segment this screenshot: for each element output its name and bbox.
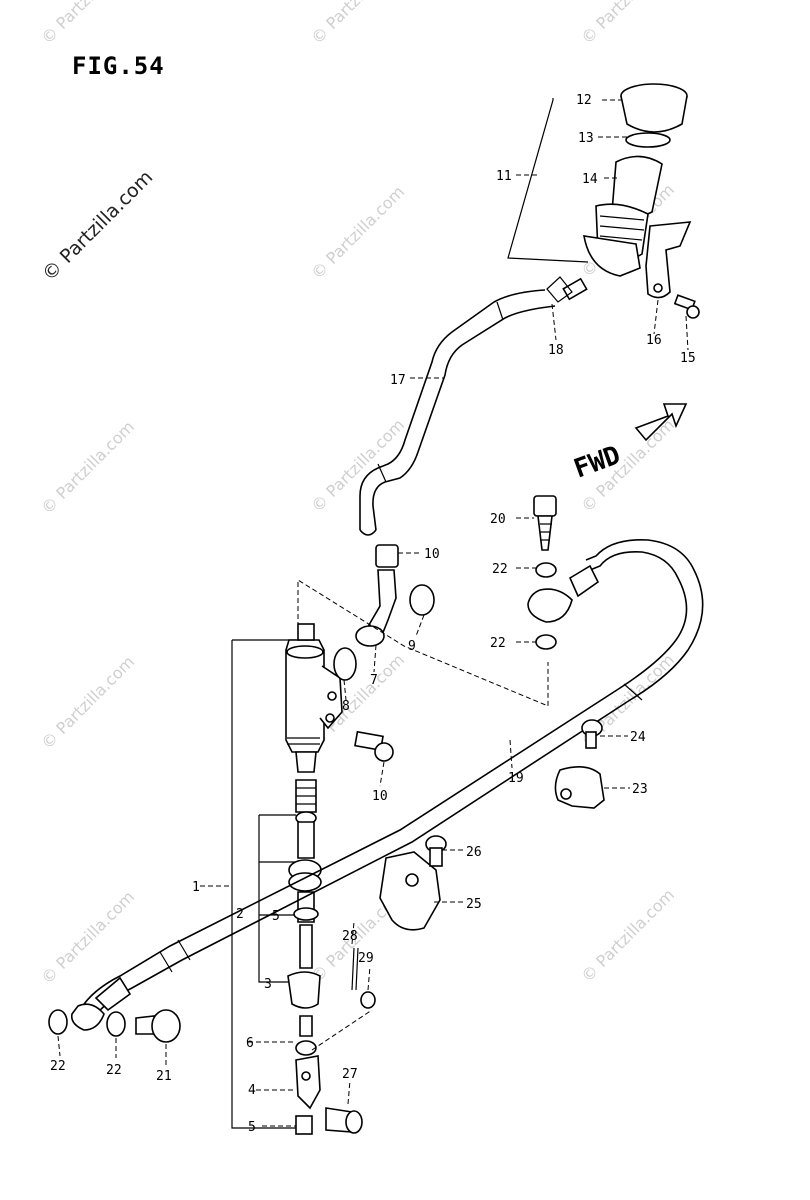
- cotter-pin: [351, 947, 359, 991]
- bracket-bolt-26: [425, 835, 447, 867]
- banjo-bolt-bottom: [135, 1009, 181, 1043]
- watermark: © Partzilla.com: [307, 182, 408, 283]
- callout-29: 29: [358, 951, 374, 966]
- watermark: © Partzilla.com: [37, 0, 138, 48]
- brake-hose-inner: [91, 539, 704, 1021]
- clevis-pin-27: [325, 1107, 363, 1134]
- callout-22: 22: [50, 1059, 66, 1074]
- reservoir-bracket: [645, 221, 692, 299]
- washer-lower: [535, 634, 557, 650]
- watermark: © Partzilla.com: [37, 652, 138, 753]
- pin-washer: [360, 991, 376, 1009]
- callout-17: 17: [390, 373, 406, 388]
- callout-22: 22: [492, 562, 508, 577]
- union-fitting: [297, 544, 549, 762]
- callout-22: 22: [490, 636, 506, 651]
- watermark: © Partzilla.com: [307, 415, 408, 516]
- callout-15: 15: [680, 351, 696, 366]
- banjo-bolt-top: [533, 495, 557, 551]
- watermark: © Partzilla.com: [577, 885, 678, 986]
- leader-lines: [57, 99, 689, 1127]
- callout-14: 14: [582, 172, 598, 187]
- banjo-fitting-top: [527, 588, 573, 623]
- reservoir-mount-bracket: [379, 851, 441, 931]
- callout-7: 7: [370, 673, 378, 688]
- callout-19: 19: [508, 771, 524, 786]
- clevis: [295, 1055, 321, 1110]
- callout-labels: 1 2 3 4 5 5 6 7 8 9 10 10 11 12 13 14 15…: [50, 93, 696, 1135]
- watermark: © Partzilla.com: [37, 417, 138, 518]
- reservoir-hose-inner: [359, 289, 546, 530]
- lock-nut: [295, 1040, 317, 1056]
- callout-9: 9: [408, 639, 416, 654]
- reservoir-cap-body: [620, 95, 688, 133]
- washer-bottom-left: [48, 1009, 68, 1035]
- cap-plate: [625, 132, 671, 148]
- callout-10: 10: [372, 789, 388, 804]
- forward-arrow-icon: [634, 403, 688, 442]
- hose-clamp: [554, 766, 605, 809]
- callout-13: 13: [578, 131, 594, 146]
- watermark: © Partzilla.com: [577, 0, 678, 48]
- reservoir-hose-outer: [372, 305, 556, 531]
- o-ring: [333, 647, 357, 681]
- callout-21: 21: [156, 1069, 172, 1084]
- circlip: [409, 584, 435, 616]
- push-rod: [299, 924, 313, 969]
- callout-16: 16: [646, 333, 662, 348]
- clamp-bolt: [581, 719, 603, 749]
- callout-1: 1: [192, 880, 200, 895]
- callout-23: 23: [632, 782, 648, 797]
- callout-24: 24: [630, 730, 646, 745]
- callout-18: 18: [548, 343, 564, 358]
- watermark-main: © Partzilla.com: [38, 166, 157, 285]
- clevis-pin: [295, 1115, 313, 1135]
- union-cap: [375, 544, 399, 568]
- washer-top: [535, 562, 557, 578]
- callout-12: 12: [576, 93, 592, 108]
- callout-25: 25: [466, 897, 482, 912]
- master-cylinder-assembly: [231, 623, 357, 1135]
- callout-5: 5: [248, 1120, 256, 1135]
- callout-27: 27: [342, 1067, 358, 1082]
- callout-5: 5: [272, 909, 280, 924]
- callout-2: 2: [236, 907, 244, 922]
- watermark: © Partzilla.com: [37, 887, 138, 988]
- callout-28: 28: [342, 929, 358, 944]
- dust-boot: [287, 971, 321, 1009]
- watermark: © Partzilla.com: [307, 0, 408, 48]
- callout-26: 26: [466, 845, 482, 860]
- callout-22: 22: [106, 1063, 122, 1078]
- watermark-layer: © Partzilla.com © Partzilla.com © Partzi…: [37, 0, 678, 988]
- reservoir-assembly: [507, 83, 700, 319]
- banjo-fitting-bottom: [70, 1003, 105, 1031]
- callout-4: 4: [248, 1083, 256, 1098]
- figure-title: FIG.54: [72, 52, 165, 80]
- callout-20: 20: [490, 512, 506, 527]
- brake-hose: [70, 539, 704, 1031]
- callout-8: 8: [342, 699, 350, 714]
- callout-6: 6: [246, 1036, 254, 1051]
- callout-10: 10: [424, 547, 440, 562]
- callout-11: 11: [496, 169, 512, 184]
- callout-3: 3: [264, 977, 272, 992]
- reservoir-base: [583, 235, 641, 277]
- washer-bottom-mid: [106, 1011, 126, 1037]
- brake-hose-outer: [79, 550, 688, 1011]
- master-cylinder-body: [285, 639, 325, 753]
